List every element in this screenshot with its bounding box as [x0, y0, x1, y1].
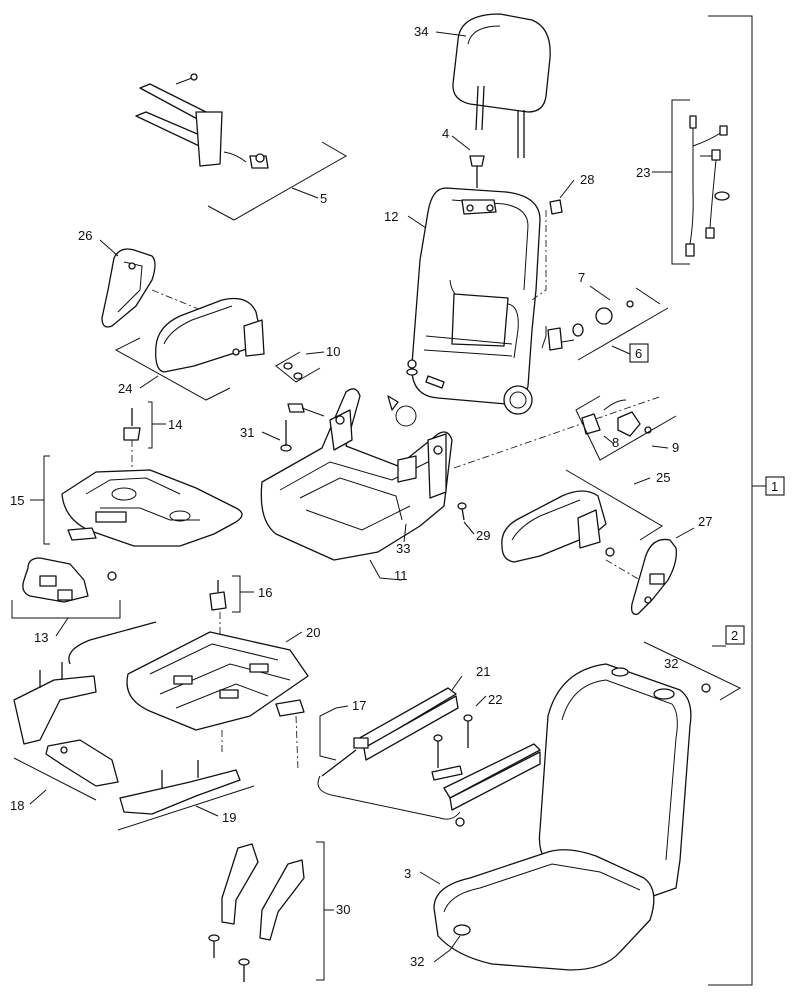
- spring-clip: [387, 395, 417, 427]
- slide-plate-20: [126, 631, 309, 731]
- callout-2: 2: [731, 628, 738, 643]
- seat-pan-15: [61, 469, 243, 547]
- callout-33: 33: [396, 541, 410, 556]
- strap-kit-5: [135, 73, 269, 169]
- callout-4: 4: [442, 126, 449, 141]
- headrest-guide-4: [469, 155, 485, 188]
- bracket-24: [114, 337, 231, 401]
- control-rod: [68, 621, 157, 665]
- callout-20: 20: [306, 625, 320, 640]
- callout-19: 19: [222, 810, 236, 825]
- washers-10: [283, 362, 303, 380]
- callout-13: 13: [34, 630, 48, 645]
- bracket-6: [541, 326, 547, 349]
- callout-24: 24: [118, 381, 132, 396]
- callout-14: 14: [168, 417, 182, 432]
- callout-labels: 34 4 28 23 5 12 26 7 6 10 24 14 31 8 9 1…: [10, 24, 778, 969]
- bracket-10: [275, 351, 321, 383]
- callout-15: 15: [10, 493, 24, 508]
- callout-22: 22: [488, 692, 502, 707]
- callout-29: 29: [476, 528, 490, 543]
- bracket-9: [575, 395, 677, 461]
- cushion-13: [22, 557, 117, 603]
- armrest-pad-26: [101, 248, 156, 328]
- wire-harness-23: [685, 115, 730, 257]
- callout-25: 25: [656, 470, 670, 485]
- bracket-2: [643, 641, 742, 701]
- callout-18: 18: [10, 798, 24, 813]
- callout-box-1: [765, 476, 785, 496]
- screw-32: [701, 683, 711, 693]
- callout-17: 17: [352, 698, 366, 713]
- callout-30: 30: [336, 902, 350, 917]
- bracket-5: [207, 141, 347, 221]
- callout-10: 10: [326, 344, 340, 359]
- bracket-17: [319, 707, 337, 761]
- callout-11: 11: [394, 568, 408, 583]
- seat-cushion-3: [433, 663, 692, 971]
- callout-26: 26: [78, 228, 92, 243]
- callout-9: 9: [672, 440, 679, 455]
- callout-6: 6: [635, 346, 642, 361]
- clip-16: [209, 580, 227, 611]
- backrest-frame-12: [407, 187, 541, 415]
- bracket-18: [13, 662, 119, 787]
- bracket-13: [11, 600, 121, 619]
- bolt-22: [431, 714, 473, 781]
- rail-19: [119, 760, 241, 815]
- seat-base-frame-11: [260, 388, 453, 561]
- bracket-25: [565, 469, 663, 541]
- lever-8: [581, 399, 652, 437]
- callout-32-cushion: 32: [410, 954, 424, 969]
- callout-21: 21: [476, 664, 490, 679]
- callout-27: 27: [698, 514, 712, 529]
- assembly-bracket-1: [708, 15, 753, 986]
- bolt-31: [280, 420, 292, 452]
- bracket-part-14: [123, 408, 141, 441]
- bracket-30: [208, 843, 305, 982]
- slide-rail-21: [317, 687, 541, 827]
- callout-23: 23: [636, 165, 650, 180]
- bolt-29: [457, 502, 467, 521]
- callout-8: 8: [612, 435, 619, 450]
- callout-5: 5: [320, 191, 327, 206]
- callout-box-2: [725, 625, 745, 645]
- callout-3: 3: [404, 866, 411, 881]
- callout-32-screw: 32: [664, 656, 678, 671]
- armrest-24: [155, 297, 265, 373]
- callout-34: 34: [414, 24, 428, 39]
- callout-12: 12: [384, 209, 398, 224]
- frame-bolts: [406, 368, 445, 389]
- callout-31: 31: [240, 425, 254, 440]
- callout-28: 28: [580, 172, 594, 187]
- callout-16: 16: [258, 585, 272, 600]
- callout-7: 7: [578, 270, 585, 285]
- armrest-pad-27: [630, 538, 677, 615]
- callout-1: 1: [771, 479, 778, 494]
- bracket-23: [671, 99, 690, 265]
- callout-box-6: [629, 343, 649, 363]
- armrest-25: [501, 490, 615, 563]
- bracket-7: [635, 287, 661, 305]
- clip-28: [549, 199, 563, 215]
- fastener-set: [287, 403, 305, 413]
- headrest-34: [452, 13, 551, 158]
- lumbar-knob-kit-7: [547, 300, 634, 351]
